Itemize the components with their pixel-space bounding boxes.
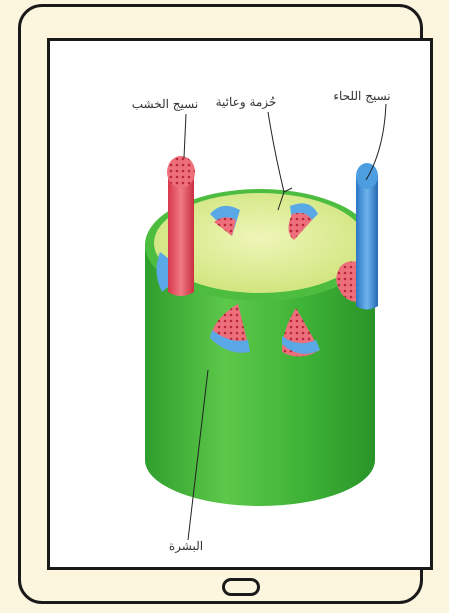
xylem-leader-line: [184, 114, 186, 158]
vascular-bundle-label: حُزمة وعائية: [216, 95, 277, 109]
xylem-label: نسيج الخشب: [132, 97, 198, 111]
epidermis-label: البشرة: [169, 539, 203, 553]
xylem-column: [167, 156, 195, 296]
phloem-column: [356, 163, 378, 310]
phloem-label: نسيج اللحاء: [333, 89, 390, 103]
